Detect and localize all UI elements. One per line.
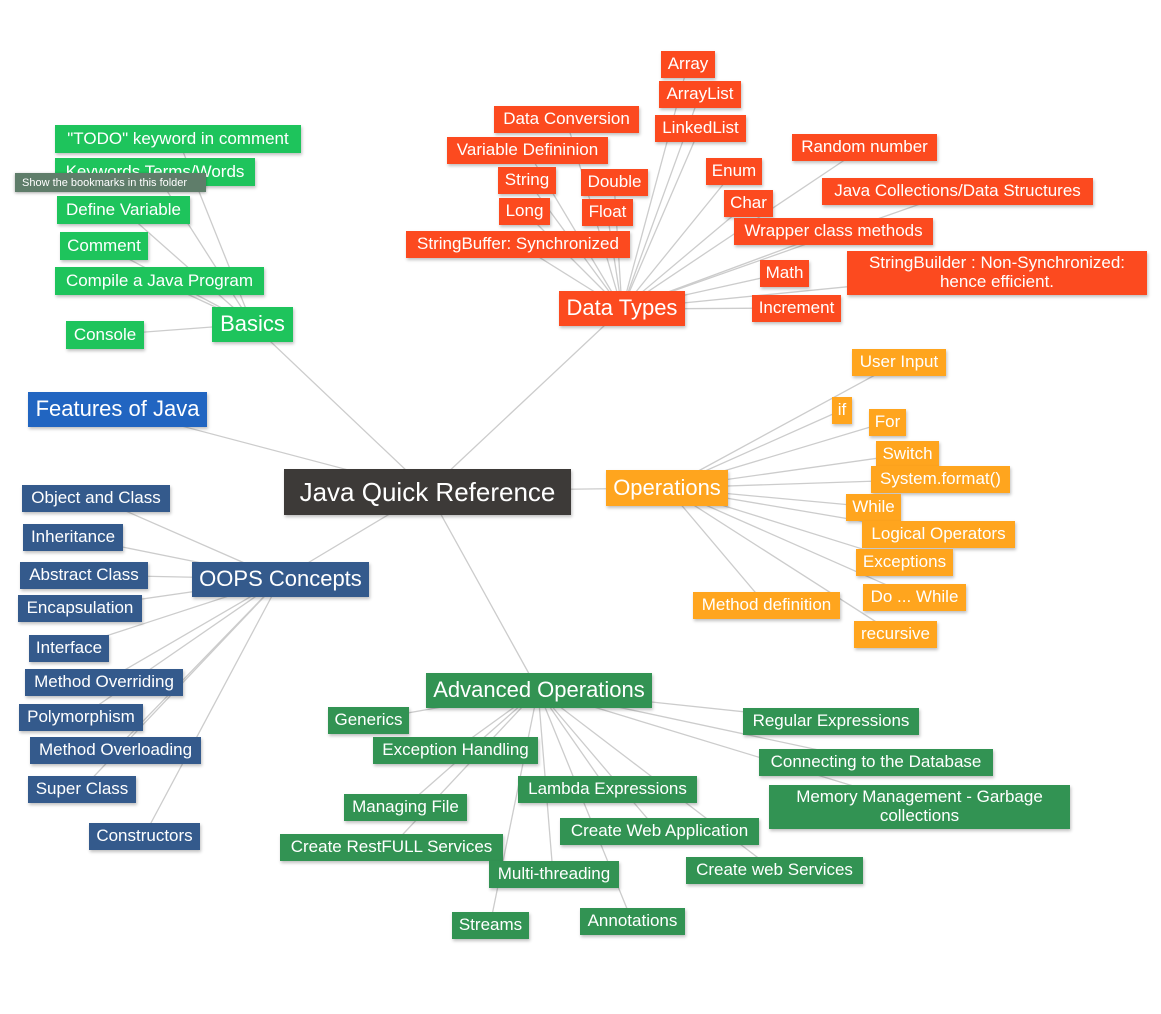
data-types-item-stringbuilder[interactable]: StringBuilder : Non-Synchronized: hence …: [847, 251, 1147, 295]
operations-item-switch[interactable]: Switch: [876, 441, 939, 468]
oops-item-interface[interactable]: Interface: [29, 635, 109, 662]
data-types-item-data-conversion[interactable]: Data Conversion: [494, 106, 639, 133]
advanced-item-database[interactable]: Connecting to the Database: [759, 749, 993, 776]
oops-item-abstract-class[interactable]: Abstract Class: [20, 562, 148, 589]
operations-item-do-while[interactable]: Do ... While: [863, 584, 966, 611]
link-data-types-item-enum: [621, 170, 735, 310]
operations-item-while[interactable]: While: [846, 494, 901, 521]
link-advanced-item-restfull: [390, 689, 539, 848]
data-types-item-char[interactable]: Char: [724, 190, 773, 217]
oops-item-constructors[interactable]: Constructors: [89, 823, 200, 850]
link-data-types-item-linkedlist: [621, 127, 701, 310]
data-types-item-wrapper-methods[interactable]: Wrapper class methods: [734, 218, 933, 245]
advanced-item-web-application[interactable]: Create Web Application: [560, 818, 759, 845]
advanced-item-streams[interactable]: Streams: [452, 912, 529, 939]
oops-topic[interactable]: OOPS Concepts: [192, 562, 369, 597]
data-types-item-array[interactable]: Array: [661, 51, 715, 78]
link-operations-item-do-while: [666, 487, 915, 598]
advanced-item-managing-file[interactable]: Managing File: [344, 794, 467, 821]
data-types-item-linkedlist[interactable]: LinkedList: [655, 115, 746, 142]
basics-item-comment[interactable]: Comment: [60, 232, 148, 260]
basics-item-console[interactable]: Console: [66, 321, 144, 349]
oops-item-polymorphism[interactable]: Polymorphism: [19, 704, 143, 731]
oops-item-method-overloading[interactable]: Method Overloading: [30, 737, 201, 764]
data-types-topic[interactable]: Data Types: [559, 291, 685, 326]
advanced-item-lambda[interactable]: Lambda Expressions: [518, 776, 697, 803]
basics-item-define-variable[interactable]: Define Variable: [57, 196, 190, 224]
link-basics-topic: [251, 323, 429, 492]
data-types-item-double[interactable]: Double: [581, 169, 648, 196]
oops-item-object-class[interactable]: Object and Class: [22, 485, 170, 512]
link-oops-item-constructors: [143, 578, 282, 837]
advanced-item-annotations[interactable]: Annotations: [580, 908, 685, 935]
advanced-item-generics[interactable]: Generics: [328, 707, 409, 734]
operations-item-system-format[interactable]: System.format(): [871, 466, 1010, 493]
advanced-item-regex[interactable]: Regular Expressions: [743, 708, 919, 735]
oops-item-inheritance[interactable]: Inheritance: [23, 524, 123, 551]
data-types-item-float[interactable]: Float: [582, 199, 633, 226]
data-types-item-variable-definition[interactable]: Variable Defininion: [447, 137, 608, 164]
link-data-types-item-collections: [621, 190, 958, 310]
advanced-item-web-services[interactable]: Create web Services: [686, 857, 863, 884]
operations-item-recursive[interactable]: recursive: [854, 621, 937, 648]
features-topic[interactable]: Features of Java: [28, 392, 207, 427]
operations-item-for[interactable]: For: [869, 409, 906, 436]
data-types-item-collections[interactable]: Java Collections/Data Structures: [822, 178, 1093, 205]
data-types-item-arraylist[interactable]: ArrayList: [659, 81, 741, 108]
link-data-types-topic: [427, 308, 623, 492]
advanced-topic[interactable]: Advanced Operations: [426, 673, 652, 708]
link-advanced-topic: [427, 490, 539, 691]
advanced-item-memory-management[interactable]: Memory Management - Garbage collections: [769, 785, 1070, 829]
operations-item-method-definition[interactable]: Method definition: [693, 592, 840, 619]
basics-topic[interactable]: Basics: [212, 307, 293, 342]
advanced-item-restfull[interactable]: Create RestFULL Services: [280, 834, 503, 861]
basics-item-compile[interactable]: Compile a Java Program: [55, 267, 264, 295]
advanced-item-multithreading[interactable]: Multi-threading: [489, 861, 619, 888]
link-operations-item-recursive: [666, 487, 896, 635]
operations-item-exceptions[interactable]: Exceptions: [856, 549, 953, 576]
operations-item-logical-operators[interactable]: Logical Operators: [862, 521, 1015, 548]
link-operations-item-method-definition: [666, 487, 767, 606]
data-types-item-random-number[interactable]: Random number: [792, 134, 937, 161]
bookmarks-tooltip: Show the bookmarks in this folder: [15, 173, 206, 192]
basics-item-todo[interactable]: "TODO" keyword in comment: [55, 125, 301, 153]
data-types-item-stringbuffer[interactable]: StringBuffer: Synchronized: [406, 231, 630, 258]
operations-topic[interactable]: Operations: [606, 470, 728, 506]
oops-item-encapsulation[interactable]: Encapsulation: [18, 595, 142, 622]
advanced-item-exception-handling[interactable]: Exception Handling: [373, 737, 538, 764]
oops-item-super-class[interactable]: Super Class: [28, 776, 136, 803]
data-types-item-math[interactable]: Math: [760, 260, 809, 287]
data-types-item-long[interactable]: Long: [499, 198, 550, 225]
data-types-item-increment[interactable]: Increment: [752, 295, 841, 322]
operations-item-if[interactable]: if: [832, 397, 852, 424]
oops-item-method-overriding[interactable]: Method Overriding: [25, 669, 183, 696]
data-types-item-string[interactable]: String: [498, 167, 556, 194]
link-advanced-item-web-application: [537, 689, 659, 832]
data-types-item-enum[interactable]: Enum: [706, 158, 762, 185]
link-operations-item-user-input: [666, 361, 900, 489]
operations-item-user-input[interactable]: User Input: [852, 349, 946, 376]
central-topic[interactable]: Java Quick Reference: [284, 469, 571, 515]
